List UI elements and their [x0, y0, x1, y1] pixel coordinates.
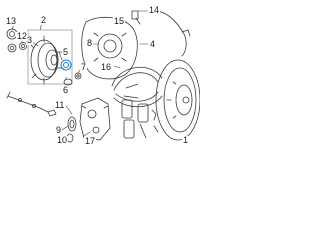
brake-pads-part: [121, 99, 149, 139]
sensor-wire-part: [147, 9, 191, 57]
callout-2: 2: [40, 15, 48, 25]
brake-hub-parts-diagram: 13 2 12 3 5 6 7 8 15 14 4 16 11 9 10 17 …: [0, 0, 201, 147]
callout-15: 15: [113, 16, 126, 26]
hardware-part: [66, 116, 77, 143]
clip-part: [151, 109, 159, 133]
brake-rotor-part: [155, 59, 201, 141]
seal-part: [19, 42, 27, 50]
hub-assembly-box: [27, 29, 73, 85]
callout-9: 9: [55, 125, 63, 135]
hub-cap-part: [63, 78, 73, 86]
callout-16: 16: [100, 62, 113, 72]
caliper-part: [79, 97, 111, 141]
callout-17: 17: [84, 136, 97, 146]
callout-10: 10: [56, 135, 69, 145]
sensor-harness-part: [6, 91, 57, 117]
callout-13: 13: [5, 16, 18, 26]
nut-part: [74, 72, 82, 80]
brake-shoe-part: [111, 66, 163, 108]
callout-5: 5: [62, 47, 70, 57]
bracket-part: [131, 10, 141, 25]
callout-11: 11: [54, 100, 66, 110]
callout-4: 4: [149, 39, 157, 49]
callout-1: 1: [182, 135, 190, 145]
callout-8: 8: [86, 38, 94, 48]
callout-14: 14: [148, 5, 161, 15]
bearing-part-highlighted: [60, 59, 72, 71]
callout-6: 6: [62, 85, 70, 95]
callout-7: 7: [80, 62, 88, 72]
hub-assembly-part: [29, 35, 64, 85]
parts-illustration: [6, 9, 201, 143]
callout-3: 3: [26, 35, 34, 45]
callout-12: 12: [16, 31, 29, 41]
